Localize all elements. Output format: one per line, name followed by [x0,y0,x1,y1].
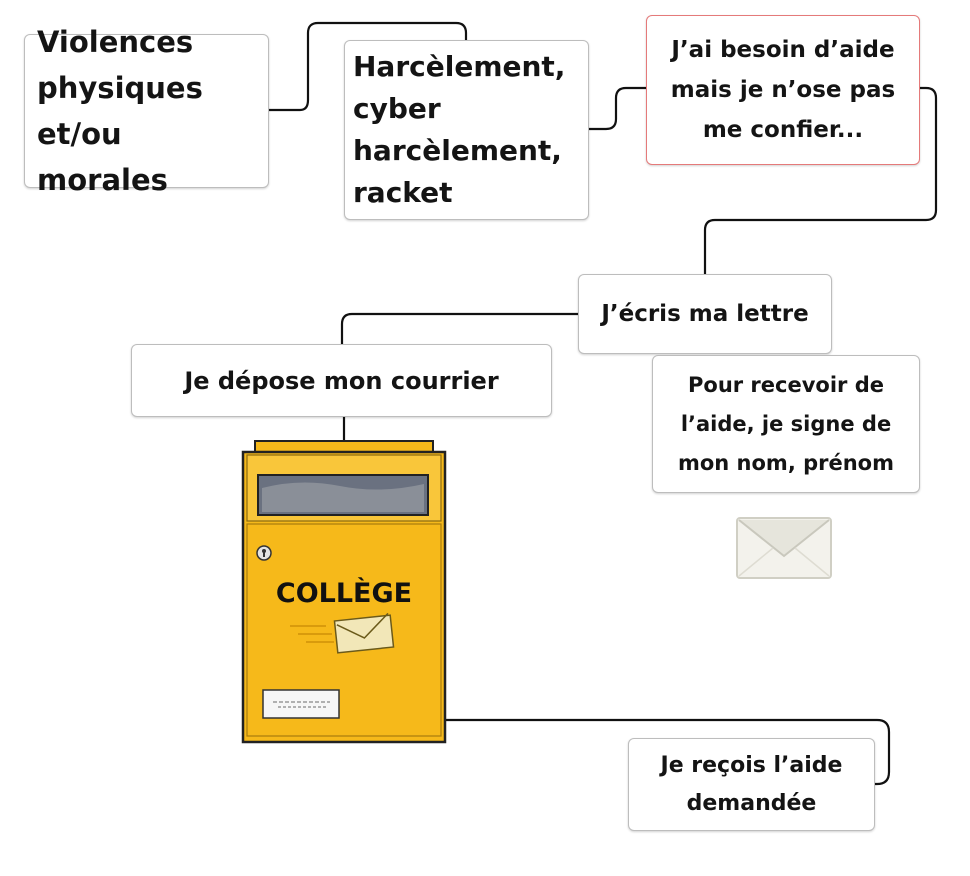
node-recois-label: Je reçois l’aide demandée [660,752,843,816]
node-besoin-aide: J’ai besoin d’aide mais je n’ose pas me … [646,15,920,165]
node-ecris-label: J’écris ma lettre [601,301,809,327]
connector-besoin-ecris [703,86,938,274]
connector-harcelement-besoin [588,86,646,131]
node-depose: Je dépose mon courrier [131,344,552,417]
node-depose-label: Je dépose mon courrier [184,366,499,395]
envelope-icon [736,517,832,579]
node-signe: Pour recevoir de l’aide, je signe de mon… [652,355,920,493]
node-ecris: J’écris ma lettre [578,274,832,354]
mailbox-label: COLLÈGE [276,577,412,609]
label-plate [262,689,340,719]
node-signe-label: Pour recevoir de l’aide, je signe de mon… [677,372,894,475]
node-violences: Violences physiques et/ou morales [24,25,269,197]
connector-mailbox-recois [444,718,891,786]
mailbox-envelope-icon [333,612,395,654]
connector-violences-harcelement [268,21,468,112]
connector-ecris-depose [340,312,578,344]
node-besoin-aide-label: J’ai besoin d’aide mais je n’ose pas me … [670,37,896,143]
node-harcelement: Harcèlement, cyber harcèlement, racket [344,40,589,220]
node-recois: Je reçois l’aide demandée [628,738,875,831]
mailbox-illustration: COLLÈGE [241,440,447,744]
node-harcelement-label: Harcèlement, cyber harcèlement, racket [353,50,566,209]
keyhole-icon [256,545,272,561]
node-violences-label: Violences physiques et/ou morales [37,25,203,197]
